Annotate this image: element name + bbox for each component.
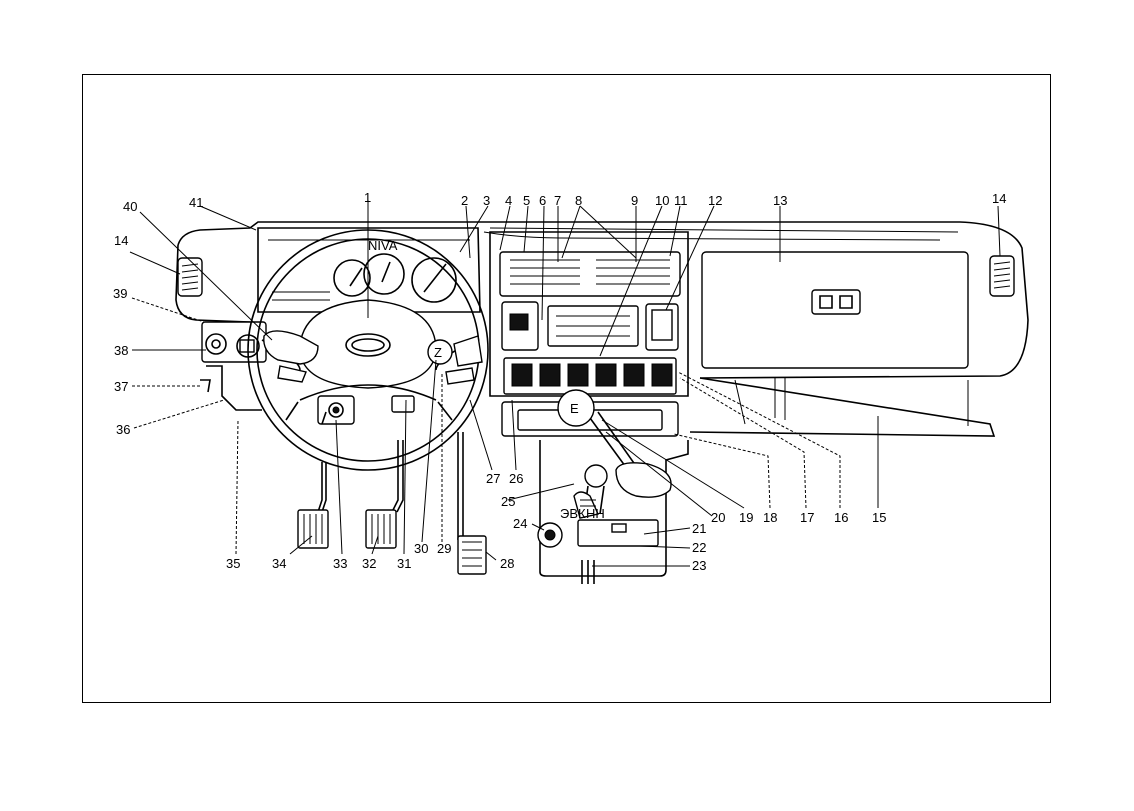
callout-39: 39 xyxy=(113,286,127,301)
pedal-clutch xyxy=(297,462,329,549)
callout-19: 19 xyxy=(739,510,753,525)
callout-27: 27 xyxy=(486,471,500,486)
callout-23: 23 xyxy=(692,558,706,573)
callout-30: 30 xyxy=(414,541,428,556)
glove-box xyxy=(701,251,969,369)
callout-33: 33 xyxy=(333,556,347,571)
right-stalk: Z xyxy=(427,335,483,385)
gear-lever: Ε xyxy=(557,389,672,498)
callout-31: 31 xyxy=(397,556,411,571)
callout-41: 41 xyxy=(189,195,203,210)
callout-37: 37 xyxy=(114,379,128,394)
callout-14-left: 14 xyxy=(114,233,128,248)
callout-28: 28 xyxy=(500,556,514,571)
callout-2: 2 xyxy=(461,193,468,208)
callout-5: 5 xyxy=(523,193,530,208)
callout-22: 22 xyxy=(692,540,706,555)
callout-25: 25 xyxy=(501,494,515,509)
callout-12: 12 xyxy=(708,193,722,208)
callout-11: 11 xyxy=(674,193,688,208)
callout-10: 10 xyxy=(655,193,669,208)
figure-frame xyxy=(82,74,1051,703)
transfer-label-left: ЭВК xyxy=(560,506,586,521)
right-air-vent xyxy=(989,255,1015,297)
callout-15: 15 xyxy=(872,510,886,525)
leader-lines xyxy=(129,200,1001,567)
dashboard-body xyxy=(175,221,1029,437)
callout-3: 3 xyxy=(483,193,490,208)
callout-6: 6 xyxy=(539,193,546,208)
left-switch-panel xyxy=(200,321,267,411)
callout-36: 36 xyxy=(116,422,130,437)
callout-18: 18 xyxy=(763,510,777,525)
callout-8: 8 xyxy=(575,193,582,208)
callout-4: 4 xyxy=(505,193,512,208)
center-console xyxy=(489,231,689,577)
callout-17: 17 xyxy=(800,510,814,525)
left-stalk xyxy=(263,330,319,383)
pedal-accelerator xyxy=(457,432,487,575)
callout-24: 24 xyxy=(513,516,527,531)
callout-7: 7 xyxy=(554,193,561,208)
callout-numbers: 1 2 3 4 5 6 7 8 9 10 11 12 13 14 15 16 1… xyxy=(113,190,1006,573)
lower-console: ЭВК НН xyxy=(537,506,659,584)
callout-13: 13 xyxy=(773,193,787,208)
callout-1: 1 xyxy=(364,190,371,205)
callout-14-right: 14 xyxy=(992,191,1006,206)
callout-9: 9 xyxy=(631,193,638,208)
callout-20: 20 xyxy=(711,510,725,525)
left-air-vent xyxy=(177,257,203,297)
pedal-brake xyxy=(365,440,404,549)
callout-29: 29 xyxy=(437,541,451,556)
ignition-lock xyxy=(317,395,415,425)
callout-38: 38 xyxy=(114,343,128,358)
callout-21: 21 xyxy=(692,521,706,536)
callout-16: 16 xyxy=(834,510,848,525)
svg-text:Z: Z xyxy=(434,345,442,360)
callout-40: 40 xyxy=(123,199,137,214)
transfer-case-levers xyxy=(573,464,608,519)
transfer-label-right: НН xyxy=(586,506,605,521)
gear-knob-marking: Ε xyxy=(570,401,579,416)
callout-26: 26 xyxy=(509,471,523,486)
callout-32: 32 xyxy=(362,556,376,571)
callout-35: 35 xyxy=(226,556,240,571)
callout-34: 34 xyxy=(272,556,286,571)
